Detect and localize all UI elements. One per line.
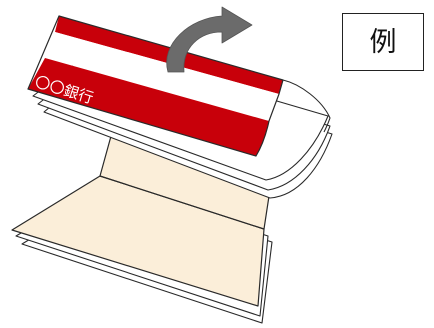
example-label: 例 (370, 29, 397, 56)
example-label-box: 例 (342, 13, 424, 71)
